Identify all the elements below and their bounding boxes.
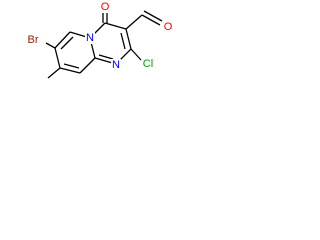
atom-label-oxygen-ketone-background	[99, 1, 111, 13]
bond-c8-c9-inner	[63, 63, 80, 69]
bond-c3-c2-inner	[120, 32, 126, 50]
atom-label-nitrogen-ring: N	[112, 59, 120, 71]
bond-c3-cho	[125, 14, 143, 30]
bond-c6-c7	[54, 31, 71, 49]
atom-label-oxygen-aldehyde: O	[164, 21, 173, 33]
bond-cho-o-b	[143, 10, 163, 22]
atom-label-bromine-background	[26, 34, 40, 46]
atom-label-bromine: Br	[28, 34, 39, 46]
bond-cho-o-a	[141, 14, 161, 26]
bond-c7-c8	[54, 47, 61, 69]
bond-c8-methyl	[47, 67, 61, 79]
atom-label-chlorine-background	[141, 58, 155, 70]
chemical-structure-diagram: Br O O N N Cl	[26, 1, 174, 79]
bond-c8-c9	[59, 67, 81, 74]
atom-label-chlorine: Cl	[143, 58, 153, 70]
bond-c9-c9a	[79, 57, 96, 74]
atom-label-nitrogen-bridge-background	[85, 32, 96, 44]
bond-c3-c2	[125, 28, 132, 50]
bond-c7-br	[45, 42, 56, 49]
atom-label-oxygen-ketone: O	[101, 1, 110, 13]
bond-c2-cl	[130, 48, 142, 61]
bond-n1-c9a-inner	[98, 54, 114, 60]
atom-labels: Br O O N N Cl	[26, 1, 174, 71]
atom-label-nitrogen-ring-background	[111, 59, 122, 71]
bond-c6-c7-inner	[60, 36, 74, 50]
bond-c4-c3	[104, 22, 127, 30]
atom-label-oxygen-aldehyde-background	[162, 21, 174, 33]
atom-label-nitrogen-bridge: N	[86, 32, 94, 44]
